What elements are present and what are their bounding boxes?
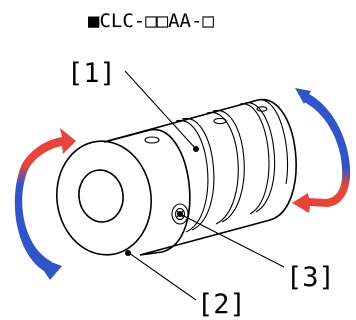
callout-2: [2] xyxy=(125,250,246,320)
right-rotation-arrow xyxy=(292,88,351,213)
leader-line-1 xyxy=(124,70,196,149)
left-rotation-arrow xyxy=(14,128,76,280)
coupling-body xyxy=(55,99,297,256)
leader-line-2 xyxy=(128,252,197,301)
callout-label-3: [3] xyxy=(286,262,335,293)
callout-1: [1] xyxy=(67,58,199,152)
leader-dot-3 xyxy=(177,211,183,217)
leader-dot-2 xyxy=(125,250,131,256)
model-title: ■CLC-□□AA-□ xyxy=(88,10,214,32)
leader-dot-1 xyxy=(193,146,199,152)
callout-3: [3] xyxy=(177,211,335,293)
callout-label-2: [2] xyxy=(197,289,246,320)
callout-label-1: [1] xyxy=(67,58,116,89)
leader-line-3 xyxy=(179,213,285,268)
